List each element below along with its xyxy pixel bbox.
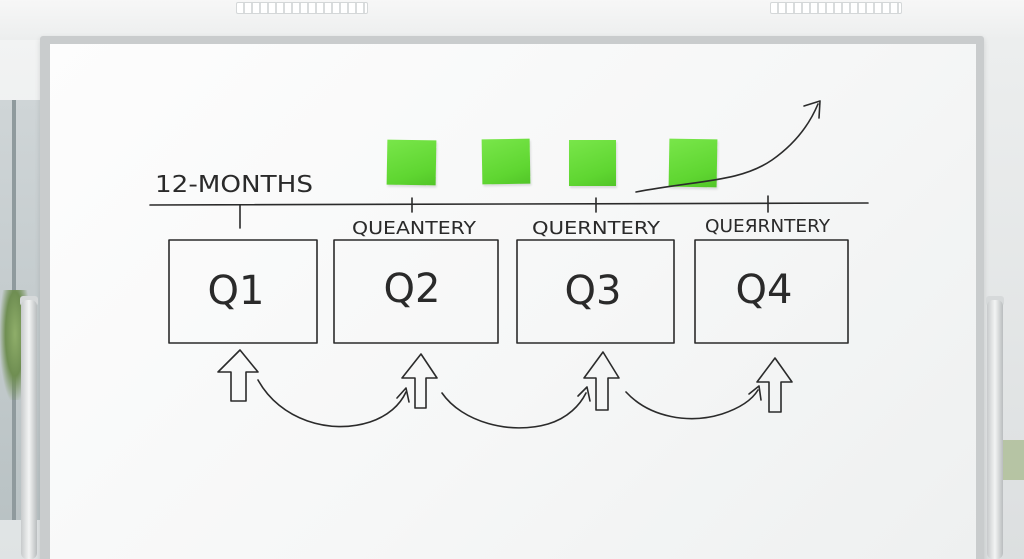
growth-arrowhead bbox=[803, 100, 821, 119]
connector-arrowhead bbox=[396, 387, 410, 403]
timeline-line bbox=[149, 202, 869, 206]
quarter-box-q2 bbox=[333, 239, 499, 344]
connector-arrow bbox=[441, 392, 587, 429]
quarter-box-q3 bbox=[516, 239, 675, 344]
up-arrow bbox=[583, 351, 620, 411]
quarter-caption: QUERNTERY bbox=[532, 218, 661, 239]
growth-arrow bbox=[635, 103, 819, 193]
quarter-label-q3: Q3 bbox=[565, 268, 622, 314]
whiteboard-stand-right bbox=[987, 300, 1003, 559]
quarter-caption: QUEANTERY bbox=[352, 218, 477, 239]
whiteboard-surface bbox=[50, 44, 976, 559]
quarter-label-q2: Q2 bbox=[384, 266, 441, 312]
connector-arrow bbox=[625, 389, 759, 420]
ceiling-light bbox=[770, 2, 902, 14]
sticky-note bbox=[569, 140, 616, 186]
quarter-caption: QUEЯRNTERY bbox=[705, 216, 831, 237]
up-arrow bbox=[217, 349, 259, 402]
quarter-box-q4 bbox=[694, 239, 849, 344]
ceiling-light bbox=[236, 2, 368, 14]
timeline-label: 12-MONTHS bbox=[155, 172, 313, 198]
connector-arrowhead bbox=[748, 385, 762, 401]
up-arrow bbox=[401, 353, 438, 409]
whiteboard-stand-left bbox=[21, 300, 37, 559]
connector-arrow bbox=[257, 379, 407, 428]
quarter-box-q1 bbox=[168, 239, 318, 344]
connector-arrowhead bbox=[577, 386, 591, 402]
quarter-label-q4: Q4 bbox=[736, 267, 793, 313]
background-plant-right bbox=[1002, 440, 1024, 480]
up-arrow bbox=[756, 357, 793, 413]
quarter-label-q1: Q1 bbox=[208, 268, 265, 314]
